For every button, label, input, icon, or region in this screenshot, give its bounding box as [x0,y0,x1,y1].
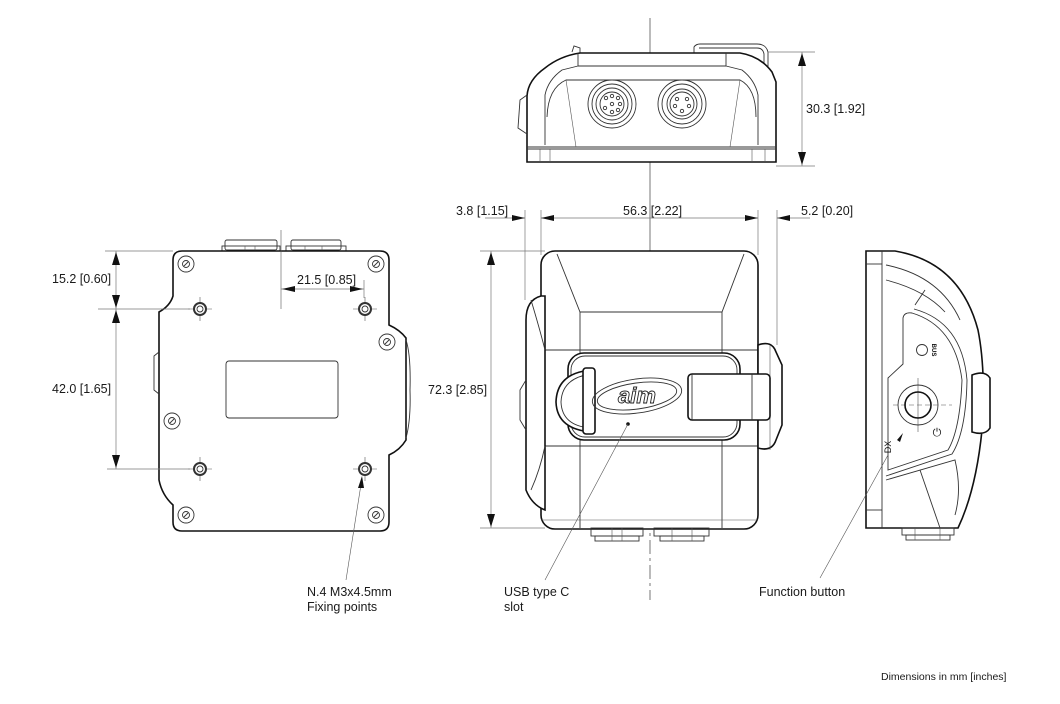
callout-usb-line2: slot [504,600,524,614]
connector-5-pin [657,79,707,129]
callout-fixing-points-line1: N.4 M3x4.5mm [307,585,392,599]
callout-fixing-points: N.4 M3x4.5mm Fixing points [307,585,392,615]
function-button [893,378,952,432]
dimension-height-top-view: 30.3 [1.92] [806,102,866,116]
side-panel [887,312,963,471]
fixing-points [188,297,377,481]
side-view-body [865,250,985,529]
function-button-leader-line [819,454,889,579]
top-view [517,18,815,200]
latch-top [693,43,769,72]
bus-led [916,344,928,356]
fixing-hole [353,297,377,321]
dimension-back-hole-offset: 21.5 [0.85] [297,273,357,287]
side-view: BUS ⏻ DX [819,250,991,579]
back-view-body [158,250,407,532]
fixing-hole [188,457,212,481]
dimension-back-hole-spacing: 42.0 [1.65] [52,382,112,396]
callout-function-button: Function button [759,585,846,599]
label-recess [225,360,339,419]
usb-leader-line [544,423,629,581]
side-label: DX [883,441,893,454]
connector-8-pin [587,79,637,129]
fixing-hole [188,297,212,321]
dimension-left-offset: 3.8 [1.15] [456,204,509,218]
units-note: Dimensions in mm [inches] [881,671,1007,683]
power-icon: ⏻ [933,427,942,439]
dimension-height-front: 72.3 [2.85] [428,383,488,397]
callout-fixing-points-line2: Fixing points [307,600,378,614]
dimension-back-top-offset: 15.2 [0.60] [52,272,112,286]
dimension-width-front: 56.3 [2.22] [623,204,683,218]
aim-logo: aim [591,377,683,415]
svg-text:aim: aim [618,383,656,408]
bottom-connectors [590,527,710,542]
fixing-hole [353,457,377,481]
corner-screws [163,255,396,524]
back-view [98,230,411,581]
callout-usb-line1: USB type C [504,585,570,599]
svg-text:BUS: BUS [930,344,936,357]
fixing-points-leader-line [345,477,363,581]
usb-cover-tab [687,373,771,421]
front-view: aim [480,200,810,600]
callout-usb: USB type C slot [504,585,569,615]
dimension-right-offset: 5.2 [0.20] [801,204,854,218]
